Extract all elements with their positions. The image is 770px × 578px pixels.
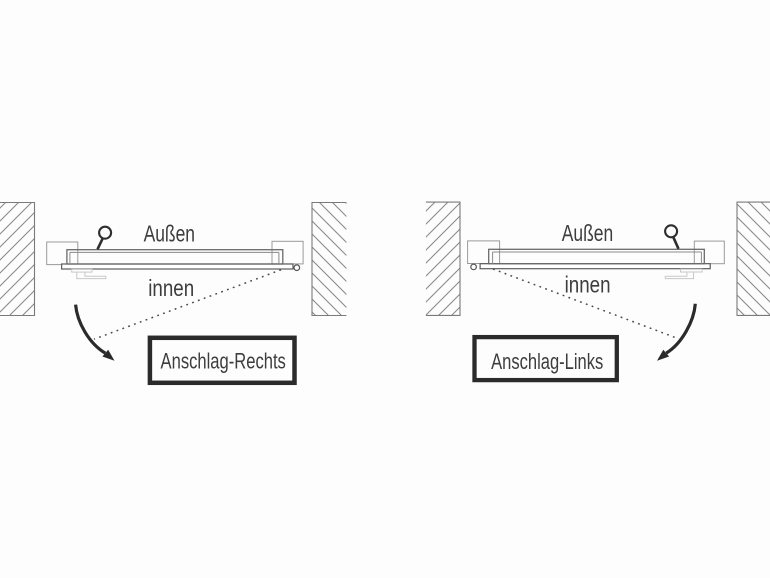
- svg-text:innen: innen: [148, 275, 194, 301]
- svg-text:Außen: Außen: [562, 220, 613, 246]
- svg-text:Anschlag-Links: Anschlag-Links: [491, 349, 603, 374]
- svg-text:Außen: Außen: [144, 221, 195, 247]
- svg-text:innen: innen: [565, 272, 611, 298]
- svg-text:Anschlag-Rechts: Anschlag-Rechts: [161, 349, 286, 374]
